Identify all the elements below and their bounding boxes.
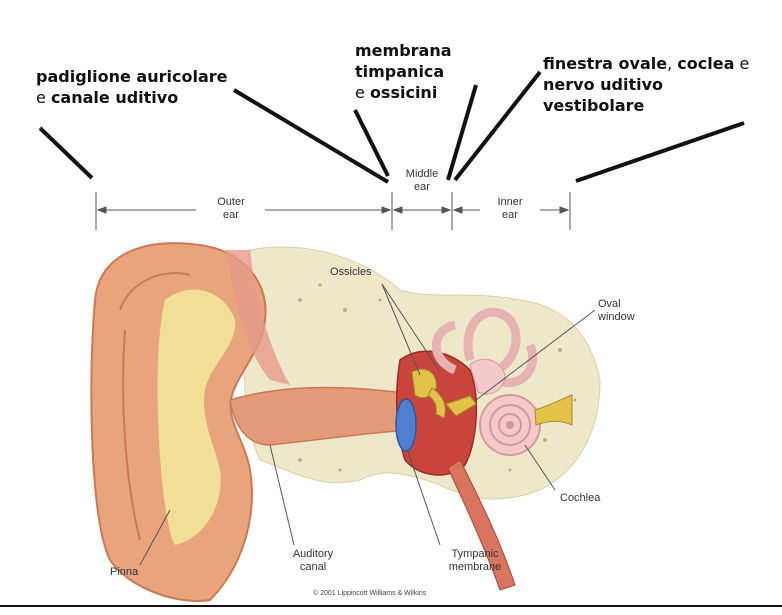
- label-oval-window-line2: window: [598, 311, 635, 323]
- annotation-outer-conj: e: [36, 88, 46, 107]
- pinna-cartilage: [157, 289, 236, 545]
- canal-skin-strip: [225, 250, 290, 385]
- pointer-nerve: [575, 121, 745, 183]
- section-middle-ear-line2: ear: [414, 181, 430, 193]
- annotation-outer-line1: padiglione auricolare: [36, 67, 228, 86]
- section-inner-ear-line1: Inner: [497, 196, 523, 208]
- cochlea-shape: [479, 394, 541, 456]
- annotation-middle-line1: membrana: [355, 41, 452, 60]
- annotation-middle-line2: timpanica: [355, 62, 445, 81]
- label-ossicles: Ossicles: [330, 266, 372, 278]
- auditory-canal-shape: [229, 386, 416, 446]
- label-oval-window: Oval window: [598, 298, 635, 324]
- pointer-outer-ear: [38, 126, 94, 180]
- section-outer-ear-line2: ear: [223, 209, 239, 221]
- section-dimension-marks: [95, 192, 571, 230]
- annotation-outer-line2: canale uditivo: [50, 88, 179, 107]
- copyright-notice: © 2001 Lippincott Williams & Wilkins: [313, 590, 427, 597]
- pointer-oval-window: [453, 70, 542, 182]
- label-tympanic-membrane-line2: membrane: [448, 561, 502, 573]
- annotation-middle-conj: e: [355, 83, 365, 102]
- label-oval-window-line1: Oval: [598, 298, 621, 310]
- label-tympanic-membrane-line1: Tympanic: [451, 548, 499, 560]
- pointer-membrane: [353, 109, 390, 177]
- pinna-inner-fold: [119, 272, 191, 541]
- vestibulocochlear-nerve: [534, 394, 573, 426]
- section-middle-ear: Middle ear: [397, 168, 447, 194]
- annotation-middle-line3: ossicini: [369, 83, 438, 102]
- annotation-inner-comma: ,: [667, 54, 673, 73]
- label-cochlea: Cochlea: [560, 492, 601, 504]
- label-pinna: Pinna: [110, 566, 139, 578]
- section-outer-ear-line1: Outer: [217, 196, 245, 208]
- annotation-inner-line3: vestibolare: [543, 96, 645, 115]
- eustachian-tube: [447, 459, 516, 591]
- pointer-ossicles: [446, 84, 478, 181]
- section-middle-ear-line1: Middle: [405, 168, 439, 180]
- annotation-outer-ear: padiglione auricolare e canale uditivo: [36, 66, 227, 108]
- eardrum-shape: [395, 398, 417, 452]
- section-inner-ear: Inner ear: [485, 196, 535, 222]
- annotation-middle-ear: membrana timpanica e ossicini: [355, 40, 452, 103]
- label-tympanic-membrane: Tympanic membrane: [440, 548, 510, 574]
- annotation-inner-line1b: coclea: [677, 54, 735, 73]
- section-outer-ear: Outer ear: [206, 196, 256, 222]
- label-auditory-canal: Auditory canal: [288, 548, 338, 574]
- annotation-inner-line2: nervo uditivo: [543, 75, 664, 94]
- section-inner-ear-line2: ear: [502, 209, 518, 221]
- ossicles-shape: [411, 368, 477, 419]
- label-leader-lines: [139, 283, 596, 566]
- bottom-rule: [0, 605, 782, 607]
- label-auditory-canal-line1: Auditory: [292, 548, 334, 560]
- annotation-inner-conj: e: [739, 54, 750, 73]
- pointer-canal: [232, 88, 390, 184]
- label-auditory-canal-line2: canal: [299, 561, 327, 573]
- annotation-inner-ear: finestra ovale, coclea e nervo uditivo v…: [543, 53, 749, 116]
- annotation-inner-line1a: finestra ovale: [543, 54, 668, 73]
